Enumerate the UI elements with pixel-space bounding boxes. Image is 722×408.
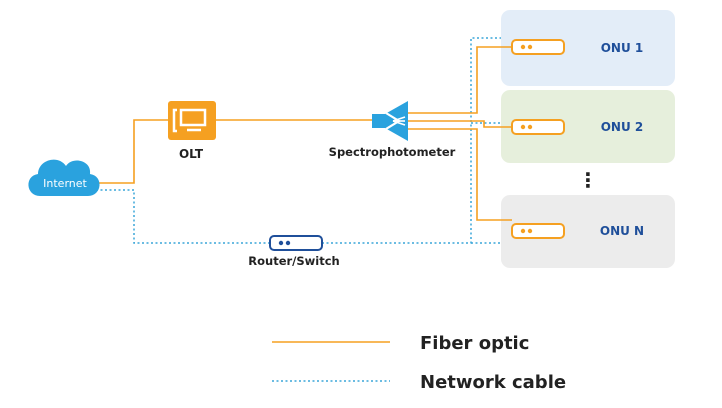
olt-icon xyxy=(168,101,216,140)
fiber-splitter-onu-2 xyxy=(408,120,512,128)
internet-label: Internet xyxy=(43,177,87,190)
fiber-internet-olt xyxy=(96,119,168,184)
onu-ellipsis: ⋮ xyxy=(578,168,598,192)
legend-fiber-label: Fiber optic xyxy=(420,333,529,354)
onu-2-device-icon xyxy=(511,119,565,135)
router-label: Router/Switch xyxy=(248,254,339,268)
network-cable-router-trunk xyxy=(322,37,501,244)
onu-1-device-icon xyxy=(511,39,565,55)
legend-network-label: Network cable xyxy=(420,372,566,393)
splitter-icon xyxy=(372,101,408,141)
onu-1-label: ONU 1 xyxy=(601,41,644,55)
onu-2-panel xyxy=(501,90,675,163)
fiber-links xyxy=(96,46,512,221)
olt-label: OLT xyxy=(179,147,204,161)
onu-2-label: ONU 2 xyxy=(601,120,644,134)
onu-n-device-icon xyxy=(511,223,565,239)
onu-n-panel xyxy=(501,195,675,268)
network-cable-links xyxy=(96,37,501,244)
onu-1-panel xyxy=(501,10,675,86)
onu-n-label: ONU N xyxy=(600,224,644,238)
cloud-icon xyxy=(28,159,100,196)
splitter-label: Spectrophotometer xyxy=(329,145,456,159)
fiber-splitter-onu-n xyxy=(408,128,512,221)
router-icon xyxy=(269,235,323,251)
legend: Fiber optic Network cable xyxy=(272,333,566,393)
network-cable-internet-router xyxy=(96,189,270,244)
fiber-splitter-onu-1 xyxy=(408,46,512,114)
